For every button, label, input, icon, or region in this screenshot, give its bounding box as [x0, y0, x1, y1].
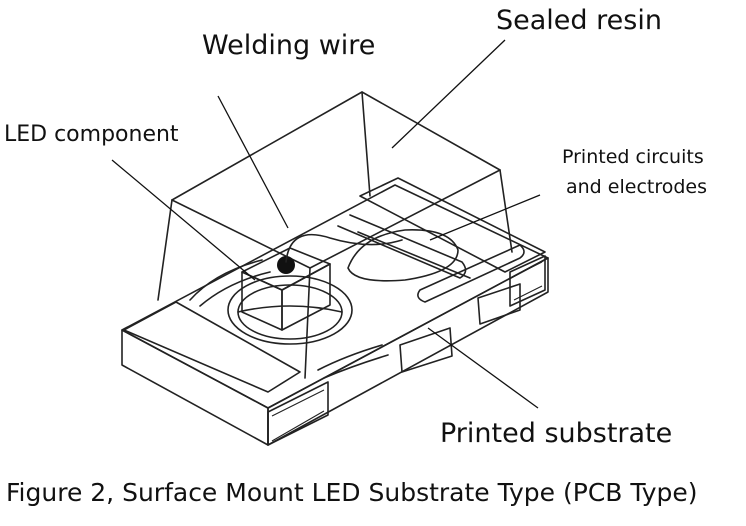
label-led-component: LED component	[4, 122, 179, 147]
label-welding-wire: Welding wire	[202, 30, 375, 61]
figure-caption: Figure 2, Surface Mount LED Substrate Ty…	[6, 478, 698, 507]
label-printed-circuits-2: and electrodes	[566, 176, 707, 198]
printed-circuits	[123, 177, 546, 393]
welding-wire	[285, 229, 459, 282]
sealed-resin	[157, 91, 513, 379]
leader-lines	[111, 39, 541, 409]
printed-substrate	[121, 184, 549, 446]
led-component	[227, 247, 353, 345]
label-sealed-resin: Sealed resin	[496, 5, 662, 36]
label-printed-circuits-1: Printed circuits	[562, 146, 704, 168]
label-printed-substrate: Printed substrate	[440, 418, 672, 449]
